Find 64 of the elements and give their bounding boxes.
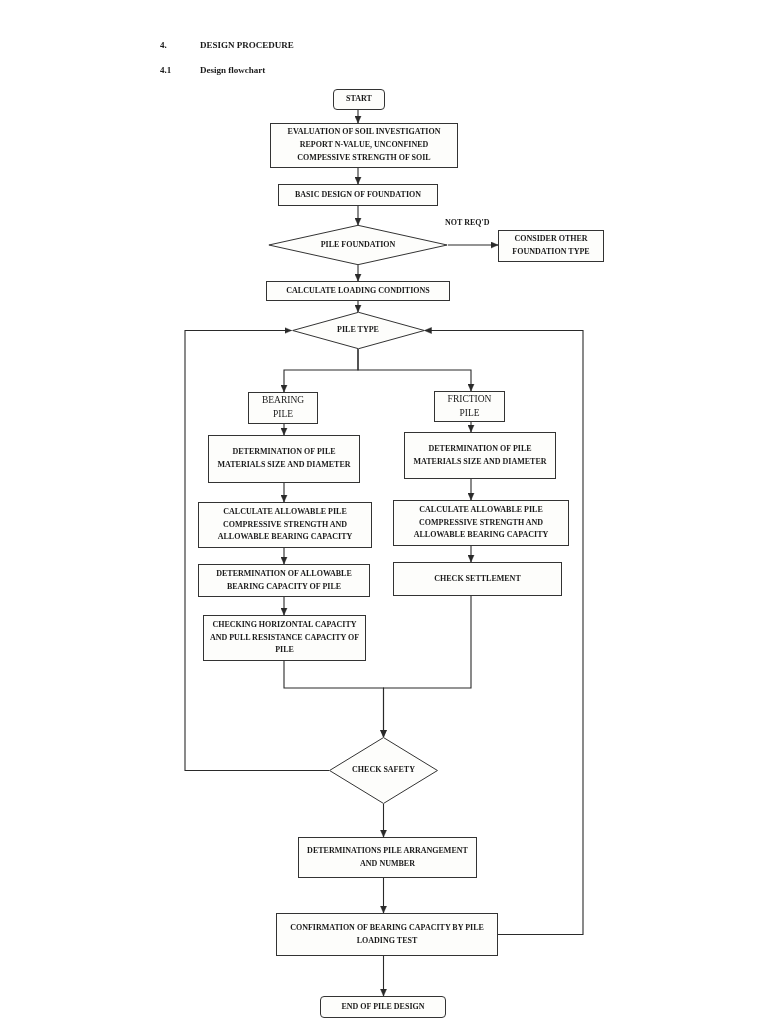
subsection-heading: Design flowchart <box>200 65 266 75</box>
flow-arrow <box>467 545 475 563</box>
flow-arrow <box>354 109 362 124</box>
step-text: BASIC DESIGN OF FOUNDATION <box>295 188 421 201</box>
step-text: CALCULATE ALLOWABLE PILE COMPRESSIVE STRENGTH AND ALLOWABLE BEARING CAPACITY <box>412 503 550 542</box>
process-box <box>248 392 318 424</box>
step-text: FRICTION PILE <box>446 392 493 420</box>
terminal-box <box>320 996 446 1018</box>
process-box <box>266 281 450 301</box>
process-box <box>434 391 505 422</box>
decision-diamond <box>291 312 425 349</box>
flow-arrow <box>467 478 475 501</box>
step-text: END OF PILE DESIGN <box>341 1000 425 1013</box>
step-text: EVALUATION OF SOIL INVESTIGATION REPORT N-VALUE, UNCONFINED COMPESSIVE STRENGTH OF SOIL <box>286 126 442 164</box>
process-box <box>276 913 498 956</box>
process-box <box>198 502 372 548</box>
flow-arrow <box>354 167 362 185</box>
flow-arrow <box>280 596 288 616</box>
step-text: DETERMINATIONS PILE ARRANGEMENT AND NUMBER <box>306 844 469 870</box>
process-box <box>278 184 438 206</box>
flow-arrow <box>380 877 387 914</box>
decision-diamond <box>329 737 438 804</box>
step-text: CONSIDER OTHER FOUNDATION TYPE <box>511 233 591 258</box>
terminal-box <box>333 89 385 110</box>
flow-arrow <box>280 547 288 565</box>
flow-arrow <box>447 241 499 249</box>
step-text: CALCULATE LOADING CONDITIONS <box>286 284 430 297</box>
step-text: CALCULATE ALLOWABLE PILE COMPRESSIVE STRENGTH AND ALLOWABLE BEARING CAPACITY <box>216 505 354 544</box>
section-number: 4. <box>160 40 167 50</box>
edge-label: NOT REQ'D <box>444 218 491 227</box>
flow-arrow <box>354 264 362 282</box>
decision-diamond <box>268 225 448 265</box>
process-box <box>208 435 360 483</box>
section-number: 4.1 <box>160 65 172 75</box>
step-text: START <box>346 93 372 106</box>
process-box <box>393 500 569 546</box>
process-box <box>198 564 370 597</box>
flow-arrow <box>357 348 475 392</box>
step-text: CHECK SAFETY <box>352 764 415 777</box>
step-text: CONFIRMATION OF BEARING CAPACITY BY PILE LOADING TEST <box>289 921 485 947</box>
flow-arrow <box>354 300 362 313</box>
flow-arrow <box>423 327 584 936</box>
step-text: DETERMINATION OF ALLOWABLE BEARING CAPACITY OF PILE <box>215 567 353 593</box>
step-text: CHECK SETTLEMENT <box>434 572 521 585</box>
flow-arrow <box>380 803 387 838</box>
process-box <box>393 562 562 596</box>
process-box <box>498 230 604 262</box>
flow-arrow <box>280 423 288 436</box>
process-box <box>298 837 477 878</box>
flow-arrow <box>184 327 330 772</box>
section-heading: DESIGN PROCEDURE <box>200 40 294 50</box>
flow-arrow <box>380 955 387 997</box>
step-text: CHECKING HORIZONTAL CAPACITY AND PULL RESISTANCE CAPACITY OF PILE <box>208 618 361 657</box>
flow-arrow <box>467 421 475 433</box>
step-text: BEARING PILE <box>260 394 306 421</box>
process-box <box>404 432 556 479</box>
flow-arrow <box>380 595 472 738</box>
flow-arrow <box>354 205 362 226</box>
step-text: PILE FOUNDATION <box>320 238 396 251</box>
process-box <box>270 123 458 168</box>
flow-arrow <box>280 482 288 503</box>
step-text: DETERMINATION OF PILE MATERIALS SIZE AND DIAMETER <box>412 442 548 468</box>
step-text: DETERMINATION OF PILE MATERIALS SIZE AND DIAMETER <box>216 446 352 471</box>
step-text: PILE TYPE <box>337 324 379 337</box>
